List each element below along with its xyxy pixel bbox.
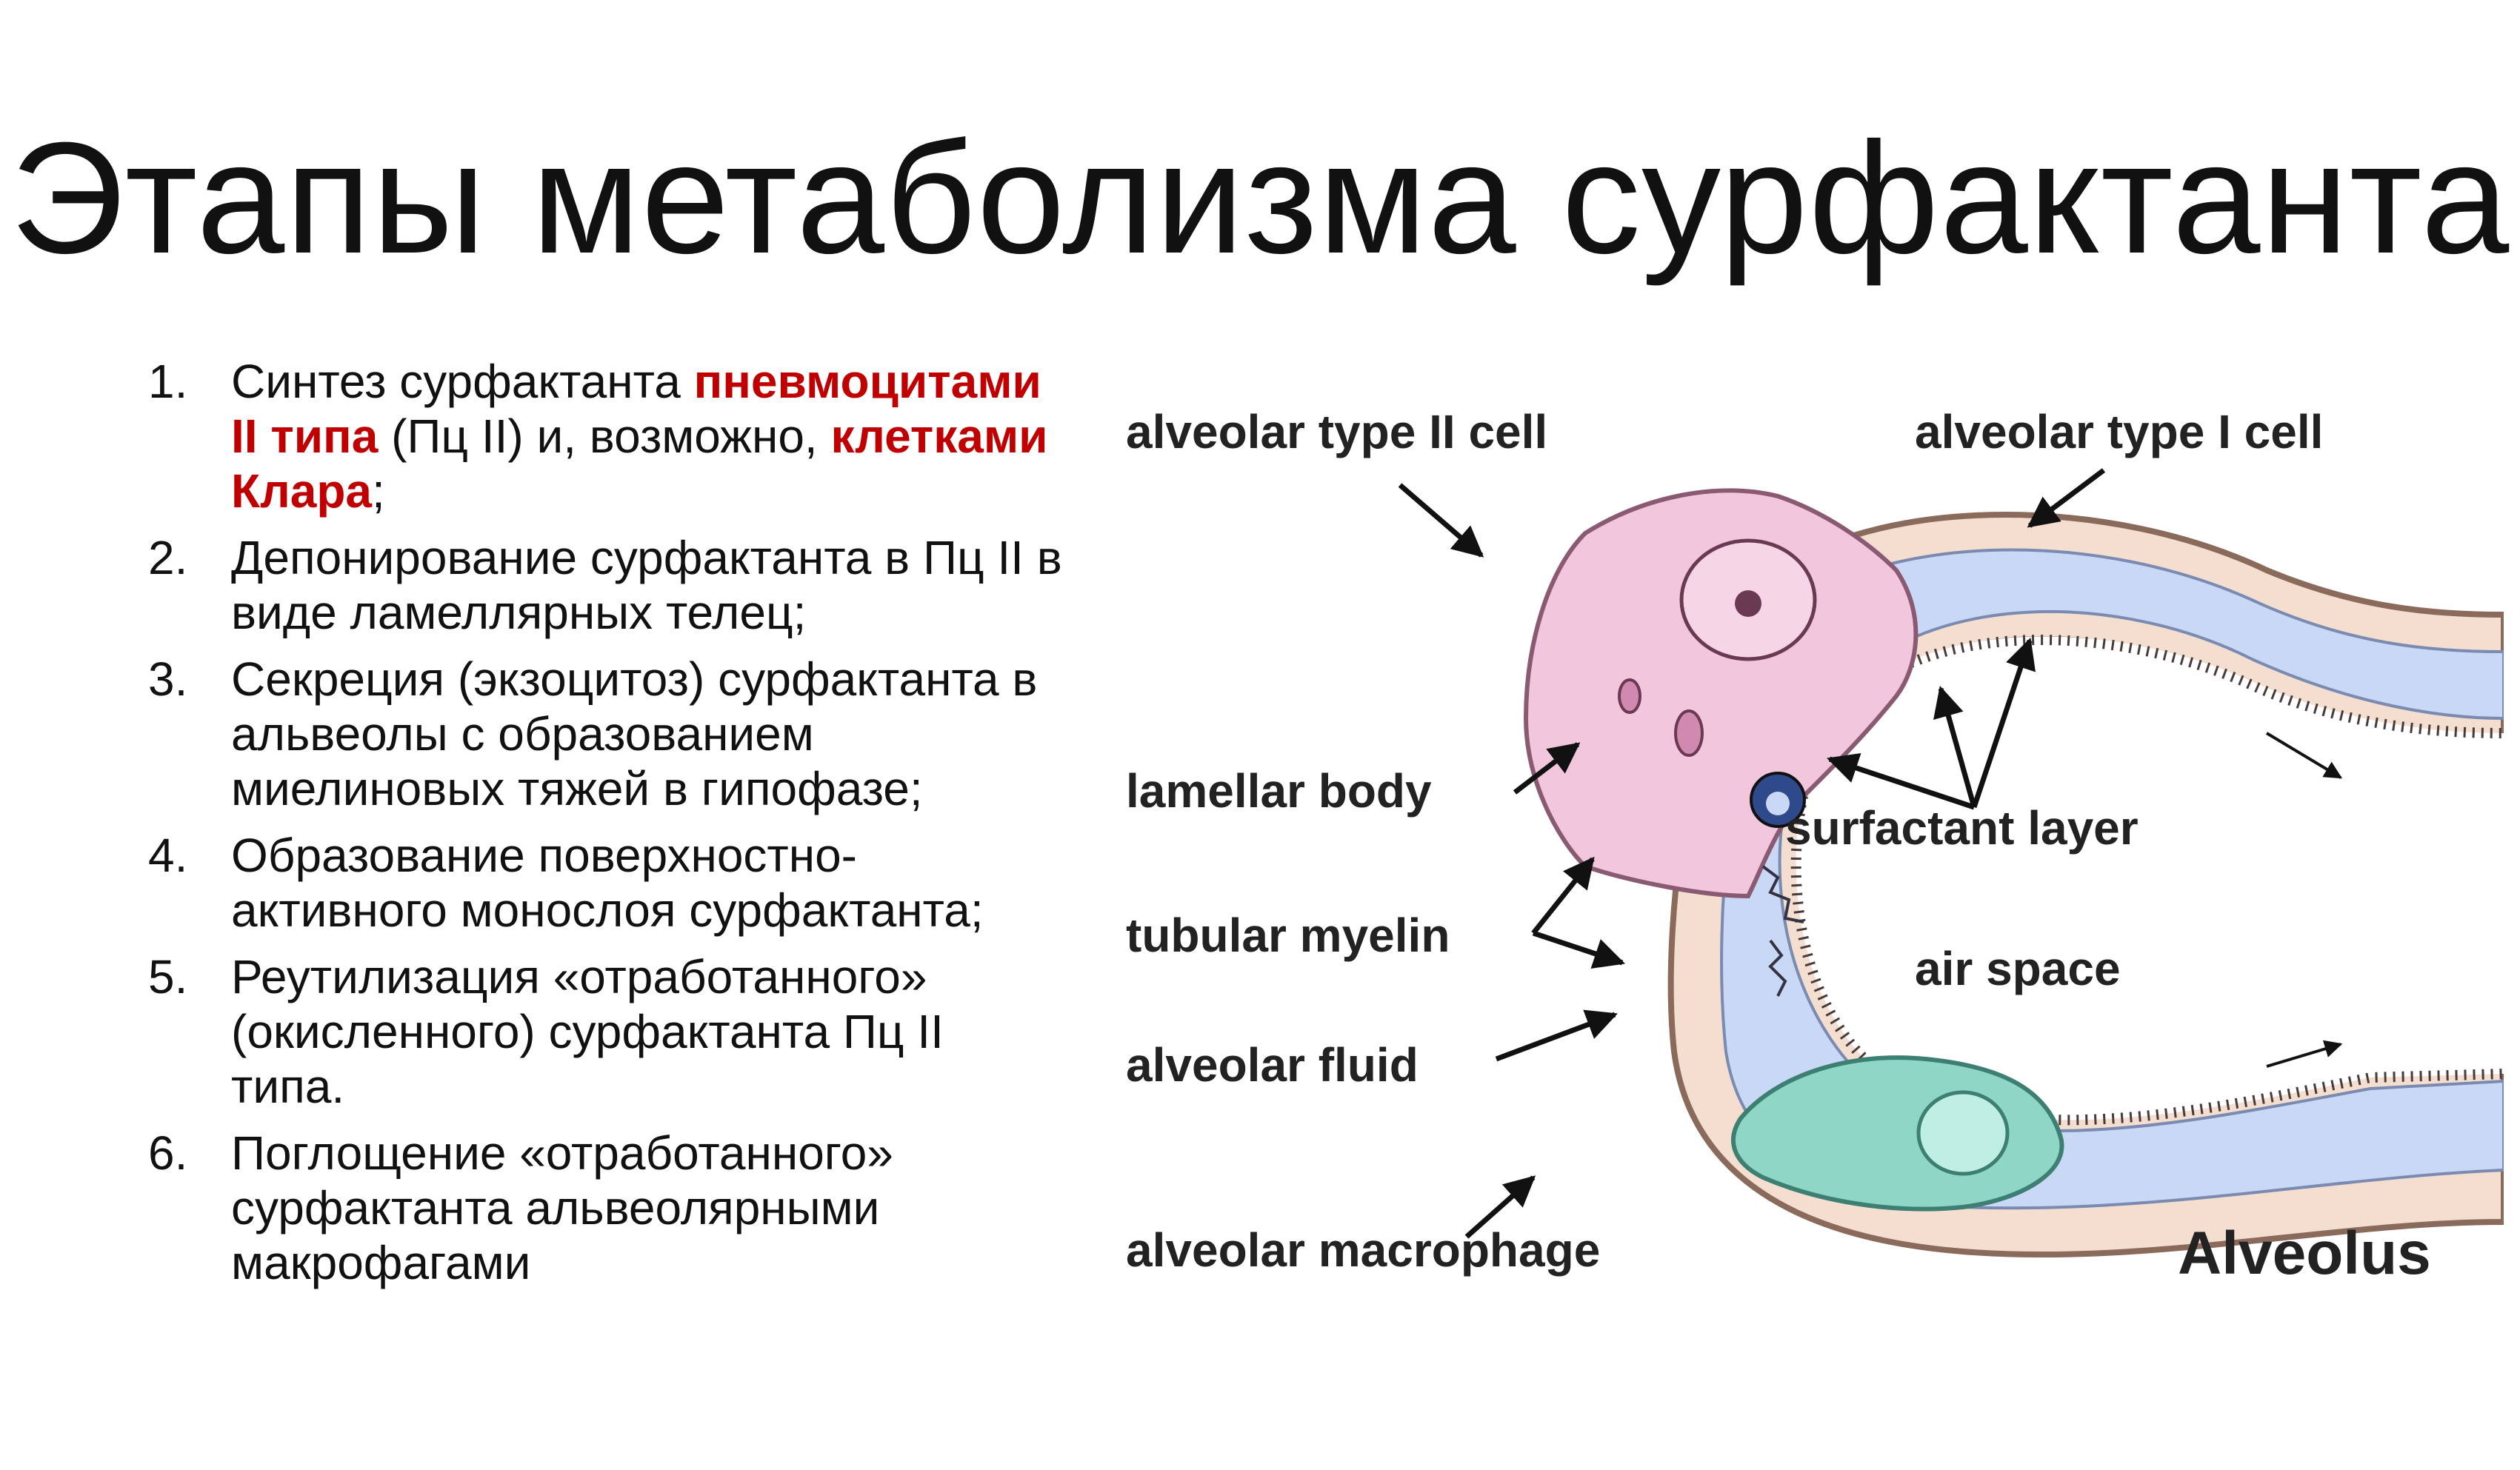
step-text: Секреция (экзоцитоз) сурфактанта в альве…	[231, 652, 1038, 815]
step-number: 5.	[148, 950, 188, 1003]
step-number: 3.	[148, 652, 188, 706]
step-number: 1.	[148, 355, 188, 408]
pointer-arrow	[1495, 1009, 1618, 1062]
lamellar-body	[1674, 709, 1704, 757]
pointer-arrow	[1513, 742, 1581, 795]
pointer-arrow	[1531, 856, 1595, 935]
tubular-myelin	[1761, 865, 1804, 923]
step-text: Образование поверхностно-активного монос…	[231, 829, 984, 937]
step-item: 5. Реутилизация «отработанного» (окисленн…	[148, 949, 1067, 1114]
step-text: Депонирование сурфактанта в Пц II в виде…	[231, 531, 1062, 639]
alveolus-diagram: alveolar type II cell alveolar type I ce…	[1126, 405, 2504, 1287]
pointer-arrow	[1971, 638, 2036, 809]
step-item: 4. Образование поверхностно-активного мон…	[148, 828, 1067, 938]
flow-arrow	[2266, 1040, 2343, 1068]
pointer-arrow	[1827, 753, 1976, 810]
step-number: 2.	[148, 531, 188, 584]
step-text: Синтез сурфактанта	[231, 355, 694, 408]
step-highlight: пневмоцитами II типа	[231, 355, 1041, 463]
pointer-arrow	[2027, 468, 2106, 528]
step-item: 6. Поглощение «отработанного» сурфактанта…	[148, 1126, 1067, 1290]
step-number: 6.	[148, 1126, 188, 1180]
pointer-arrow	[1398, 483, 1484, 558]
step-item: 2. Депонирование сурфактанта в Пц II в ви…	[148, 530, 1067, 640]
step-text: ;	[372, 464, 385, 518]
label-alveolus: Alveolus	[2178, 1220, 2431, 1287]
label-alveolar-fluid: alveolar fluid	[1126, 1038, 1419, 1092]
secretion-vesicle-core	[1766, 792, 1790, 815]
step-item: 3. Секреция (экзоцитоз) сурфактанта в аль…	[148, 652, 1067, 816]
label-surfactant-layer: surfactant layer	[1785, 801, 2139, 855]
label-air-space: air space	[1915, 942, 2121, 995]
label-tubular-myelin: tubular myelin	[1126, 909, 1450, 962]
flow-arrow	[2265, 732, 2343, 779]
tubular-myelin	[1768, 939, 1787, 997]
steps-list: 1. Синтез сурфактанта пневмоцитами II тип…	[148, 354, 1067, 1302]
label-type-ii-cell: alveolar type II cell	[1126, 405, 1547, 458]
air-space-region	[1796, 636, 2504, 1120]
step-text: (Пц II) и, возможно,	[378, 410, 831, 463]
pointer-arrow	[1933, 685, 1977, 808]
label-alveolar-macrophage: alveolar macrophage	[1126, 1223, 1600, 1277]
step-text: Реутилизация «отработанного» (окисленног…	[231, 950, 944, 1113]
pointer-arrow	[1532, 930, 1625, 969]
step-item: 1. Синтез сурфактанта пневмоцитами II тип…	[148, 354, 1067, 518]
page-title: Этапы метаболизма сурфактанта	[10, 110, 2510, 287]
lamellar-body	[1618, 678, 1641, 714]
nucleolus	[1735, 590, 1761, 617]
macrophage-nucleus	[1916, 1090, 2010, 1176]
label-lamellar-body: lamellar body	[1126, 764, 1432, 818]
step-highlight: клетками Клара	[231, 410, 1048, 518]
step-text: Поглощение «отработанного» сурфактанта а…	[231, 1126, 893, 1289]
label-type-i-cell: alveolar type I cell	[1915, 405, 2323, 458]
pointer-arrow	[1464, 1175, 1536, 1239]
step-number: 4.	[148, 829, 188, 882]
